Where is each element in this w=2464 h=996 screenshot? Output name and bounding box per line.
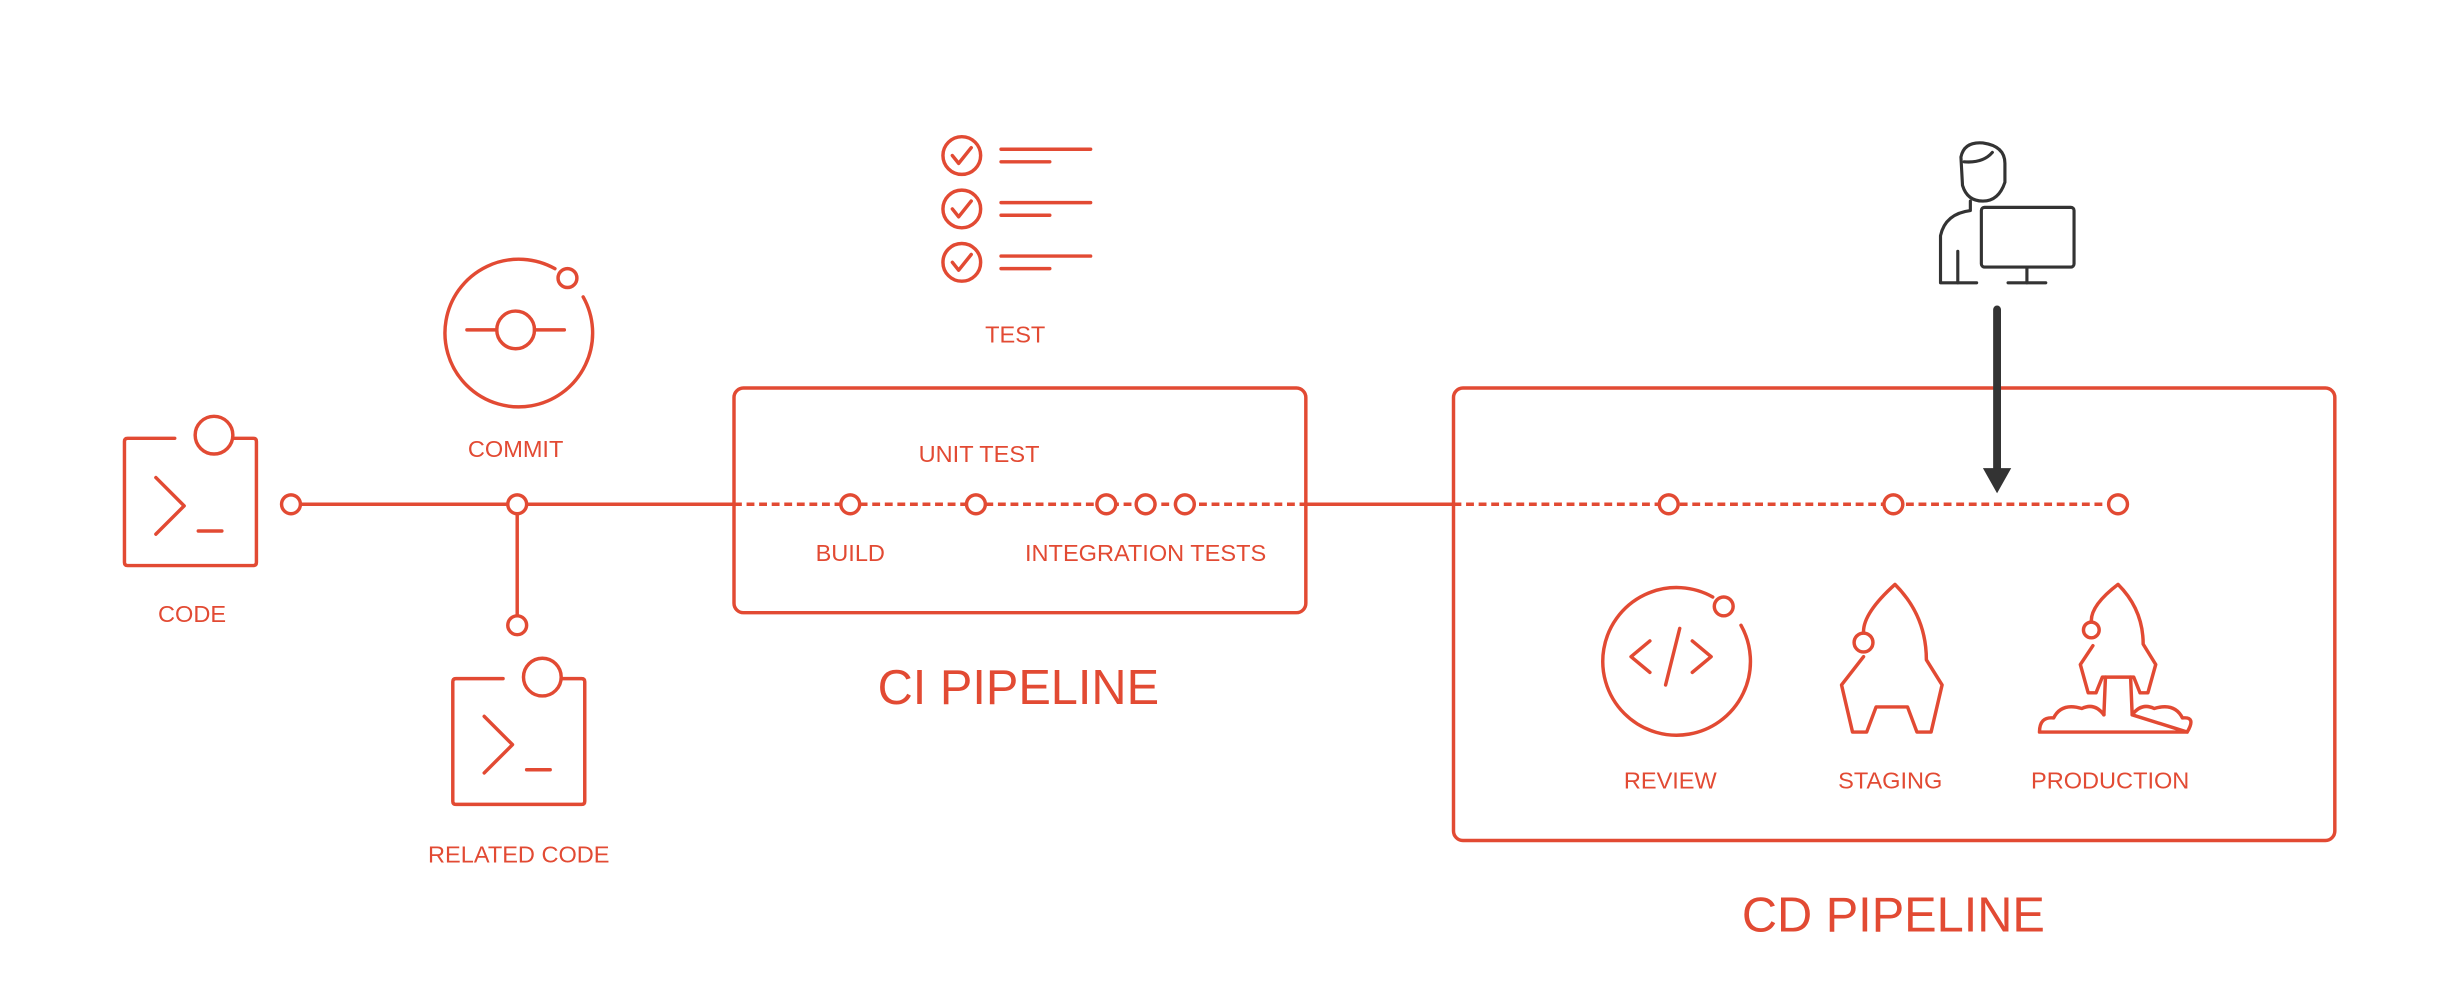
cd-pipeline-title: CD PIPELINE: [1742, 889, 2045, 943]
commit-icon: [443, 257, 595, 409]
node-integration-test: [1095, 493, 1118, 516]
node-integration-test: [1173, 493, 1197, 516]
ci-pipeline-box: [732, 386, 1308, 615]
node-staging: [1882, 493, 1905, 516]
rocket-launch-icon: [2037, 582, 2193, 734]
node-unit-test: [964, 493, 988, 516]
related-code-label: RELATED CODE: [428, 841, 609, 867]
node-code: [279, 493, 303, 516]
user-computer-icon: [1938, 141, 2076, 285]
node-build: [839, 493, 862, 516]
build-label: BUILD: [816, 540, 885, 566]
code-review-icon: [1601, 585, 1753, 737]
test-label: TEST: [985, 321, 1045, 347]
commit-label: COMMIT: [468, 436, 563, 462]
review-label: REVIEW: [1624, 768, 1718, 794]
ci-pipeline-title: CI PIPELINE: [878, 661, 1159, 715]
checklist-icon: [941, 134, 1093, 283]
staging-label: STAGING: [1838, 768, 1942, 794]
rocket-icon: [1839, 582, 1944, 734]
node-production: [2106, 493, 2130, 516]
production-label: PRODUCTION: [2031, 768, 2189, 794]
terminal-icon: [451, 656, 587, 807]
arrow-down-icon: [1982, 305, 2012, 494]
node-integration-test: [1134, 493, 1157, 516]
integration-tests-label: INTEGRATION TESTS: [1025, 540, 1266, 566]
unit-test-label: UNIT TEST: [919, 441, 1040, 467]
node-commit: [506, 493, 529, 516]
terminal-icon: [122, 414, 259, 568]
node-review: [1657, 493, 1680, 516]
cd-pipeline-box: [1451, 386, 2337, 843]
node-related-code: [506, 614, 529, 637]
code-label: CODE: [158, 601, 226, 627]
